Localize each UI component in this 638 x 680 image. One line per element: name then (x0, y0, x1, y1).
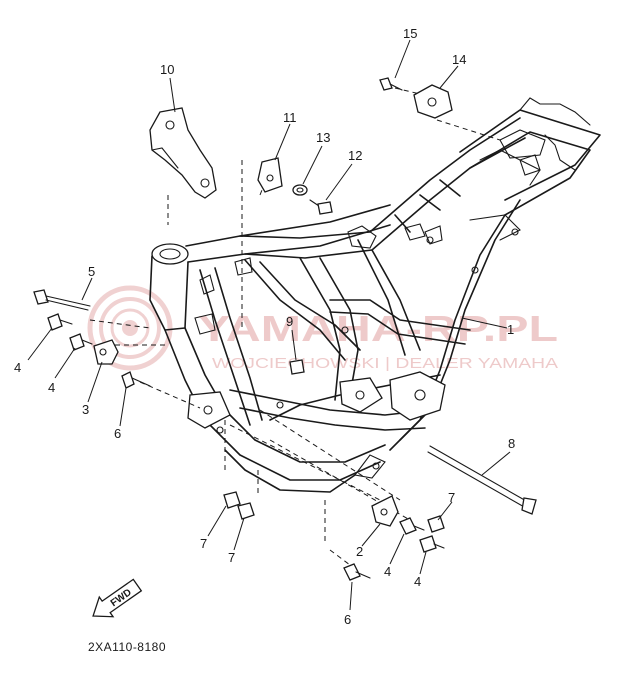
callout-15: 15 (403, 26, 417, 41)
part-2-plate (371, 495, 399, 527)
callout-6a: 6 (114, 426, 121, 441)
callout-labels: 1 2 3 4 4 4 4 5 6 6 7 7 7 8 9 10 11 12 1… (14, 26, 515, 627)
callout-6b: 6 (344, 612, 351, 627)
forward-arrow-shape (92, 578, 143, 618)
callout-11: 11 (283, 110, 297, 125)
part-4-bolt-left-a (47, 313, 73, 331)
part-13-nut (292, 184, 308, 196)
callout-4a: 4 (14, 360, 21, 375)
part-15-bolt (379, 77, 403, 91)
callout-2: 2 (356, 544, 363, 559)
callout-9: 9 (286, 314, 293, 329)
part-6-bolt-bottom (343, 563, 371, 581)
callout-8: 8 (508, 436, 515, 451)
part-7-nut-b (237, 502, 255, 520)
part-4-bolt-left-b (69, 333, 93, 351)
part-4-bolt-right-a (399, 517, 425, 535)
callout-12: 12 (348, 148, 362, 163)
diagram-code: 2XA110-8180 (88, 640, 166, 654)
watermark-brand: YAMAHA-RP.PL (198, 308, 558, 349)
part-7-nut-a (223, 491, 241, 509)
watermark-logo (87, 285, 173, 371)
part-9-bolt (289, 359, 305, 375)
part-7-nut-c (427, 515, 445, 533)
leader-lines (27, 39, 511, 611)
callout-7c: 7 (448, 490, 455, 505)
part-6-bolt-left (121, 371, 151, 389)
callout-5: 5 (88, 264, 95, 279)
part-11-bracket (257, 157, 283, 193)
callout-7a: 7 (200, 536, 207, 551)
part-3-plate (93, 339, 119, 365)
callout-4d: 4 (414, 574, 421, 589)
part-4-bolt-right-b (419, 535, 445, 553)
callout-3: 3 (82, 402, 89, 417)
frame-main (149, 97, 601, 493)
part-8-bolt (427, 445, 537, 515)
part-12-bolt (309, 199, 333, 215)
callout-1: 1 (507, 322, 514, 337)
part-14-bracket (413, 84, 453, 119)
part-10-bracket (149, 107, 217, 199)
watermark-tagline: WOJCIECHOWSKI | DEALER YAMAHA (212, 355, 558, 372)
callout-4b: 4 (48, 380, 55, 395)
callout-7b: 7 (228, 550, 235, 565)
callout-13: 13 (316, 130, 330, 145)
callout-14: 14 (452, 52, 466, 67)
forward-arrow: FWD (92, 578, 143, 618)
part-5-bolt (33, 289, 91, 311)
callout-10: 10 (160, 62, 174, 77)
callout-4c: 4 (384, 564, 391, 579)
